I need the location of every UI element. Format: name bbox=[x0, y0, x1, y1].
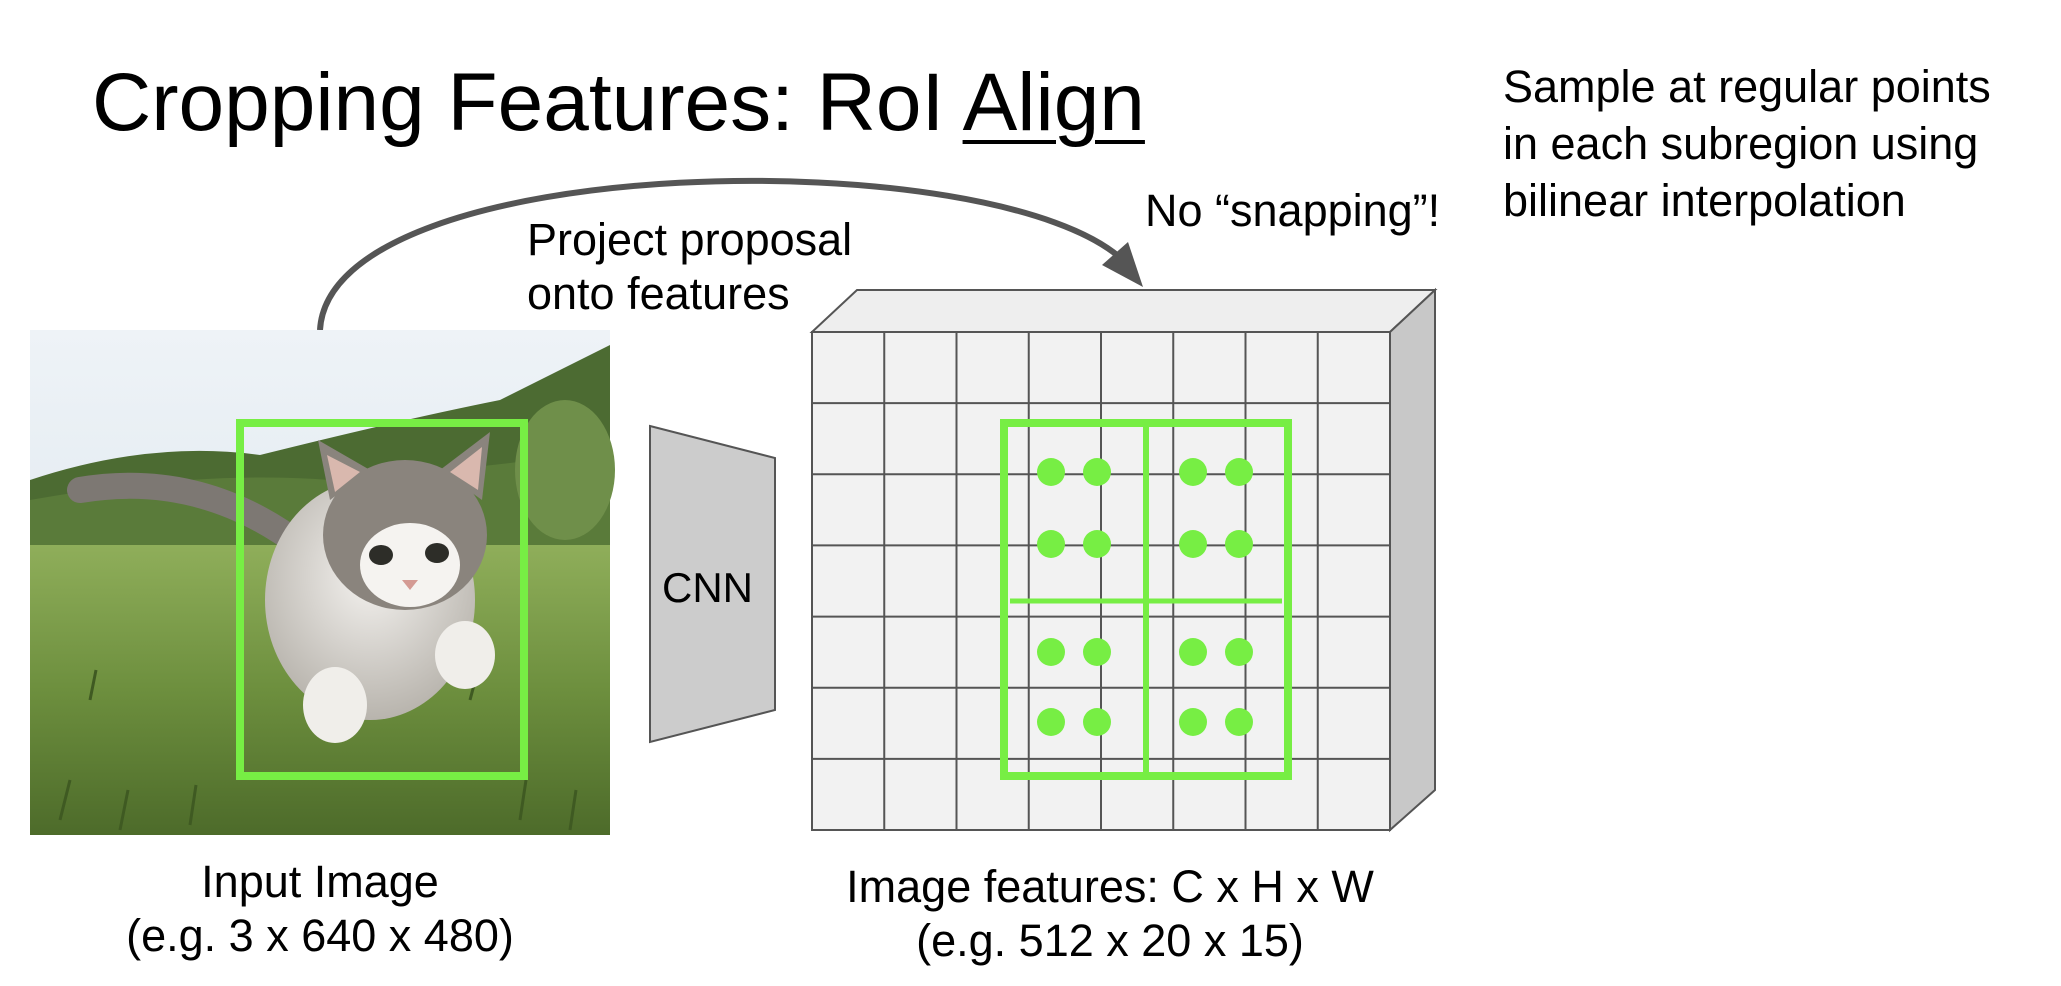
sample-point bbox=[1037, 638, 1065, 666]
sample-point bbox=[1037, 530, 1065, 558]
sample-point bbox=[1225, 708, 1253, 736]
annotation-line-1: Sample at regular points bbox=[1503, 61, 1991, 112]
sample-point bbox=[1179, 638, 1207, 666]
input-caption-line-1: Input Image bbox=[201, 856, 439, 907]
sample-point bbox=[1083, 458, 1111, 486]
features-caption: Image features: C x H x W (e.g. 512 x 20… bbox=[830, 860, 1390, 968]
projection-label-line-1: Project proposal bbox=[527, 214, 853, 265]
title-emphasis: Align bbox=[962, 57, 1145, 148]
projection-label-line-2: onto features bbox=[527, 268, 790, 319]
feature-roi-box bbox=[1000, 419, 1292, 780]
sample-point bbox=[1179, 458, 1207, 486]
projection-arrow bbox=[317, 177, 1128, 331]
annotation-line-2: in each subregion using bbox=[1503, 118, 1979, 169]
features-caption-line-2: (e.g. 512 x 20 x 15) bbox=[916, 915, 1304, 966]
sample-point bbox=[1179, 530, 1207, 558]
annotation-line-3: bilinear interpolation bbox=[1503, 175, 1906, 226]
sample-point bbox=[1083, 530, 1111, 558]
feature-map bbox=[809, 287, 1438, 833]
no-snapping-label: No “snapping”! bbox=[1145, 185, 1441, 236]
sample-point bbox=[1037, 458, 1065, 486]
sample-points bbox=[1037, 458, 1253, 736]
input-image-caption: Input Image (e.g. 3 x 640 x 480) bbox=[120, 855, 520, 963]
slide-title: Cropping Features: RoI Align bbox=[92, 62, 1145, 144]
features-caption-line-1: Image features: C x H x W bbox=[846, 861, 1374, 912]
sample-point bbox=[1225, 638, 1253, 666]
sample-point bbox=[1179, 708, 1207, 736]
input-caption-line-2: (e.g. 3 x 640 x 480) bbox=[126, 910, 514, 961]
feature-map-top bbox=[809, 289, 1438, 333]
sample-point bbox=[1225, 458, 1253, 486]
cnn-block bbox=[649, 424, 776, 744]
kitten-photo-icon bbox=[30, 330, 615, 835]
sampling-annotation: Sample at regular points in each subregi… bbox=[1503, 58, 1991, 229]
cnn-label: CNN bbox=[662, 564, 753, 611]
projection-label: Project proposal onto features bbox=[527, 213, 852, 321]
feature-map-side bbox=[1389, 287, 1436, 833]
sample-point bbox=[1083, 708, 1111, 736]
sample-point bbox=[1225, 530, 1253, 558]
sample-point bbox=[1037, 708, 1065, 736]
title-prefix: Cropping Features: RoI bbox=[92, 57, 963, 148]
sample-point bbox=[1083, 638, 1111, 666]
arrowhead-icon bbox=[1102, 242, 1143, 287]
input-roi-box bbox=[236, 419, 528, 780]
